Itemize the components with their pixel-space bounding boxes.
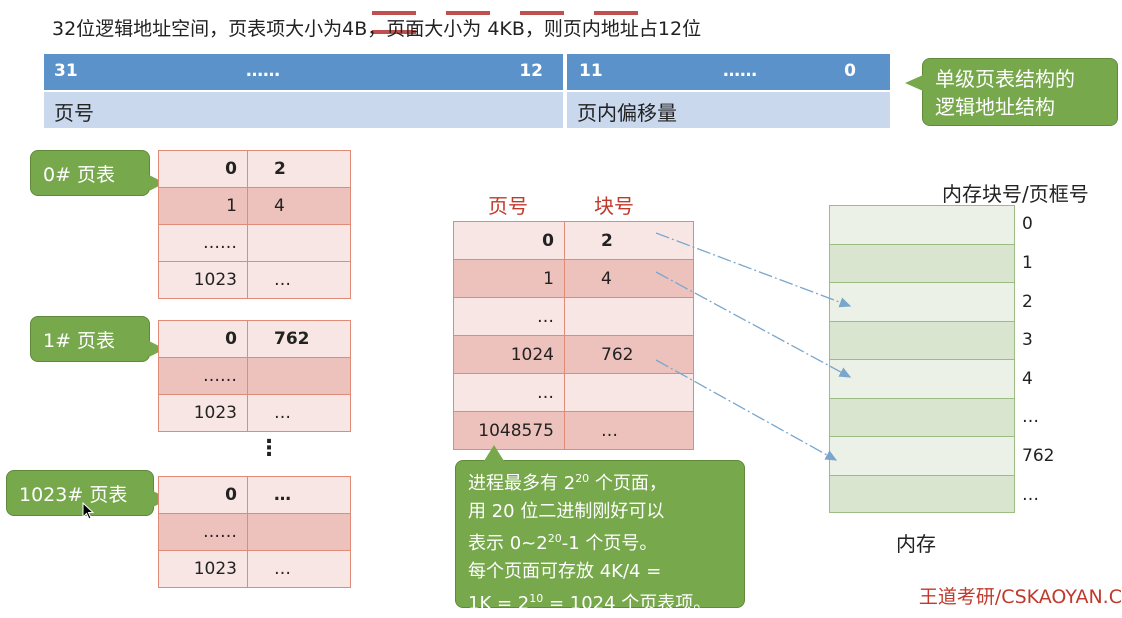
text: 1K = 2 <box>468 593 530 614</box>
cell-page: 1048575 <box>453 411 565 450</box>
arrow-page0-to-block2 <box>655 232 852 308</box>
memory-block <box>829 282 1015 321</box>
memory-block-number: … <box>1022 485 1039 505</box>
cell-page: 1023 <box>158 261 248 299</box>
cell-block: 2 <box>247 150 351 188</box>
text: = 1024 个页表项。 <box>543 593 712 614</box>
cell-block <box>247 513 351 551</box>
top-decoration <box>372 0 732 34</box>
cell-page: 0 <box>158 320 248 358</box>
cell-block: … <box>247 394 351 432</box>
cell-block: … <box>247 550 351 588</box>
page-table-1023: 0… …… 1023… <box>158 476 351 588</box>
memory-block <box>829 474 1015 513</box>
memory-block <box>829 320 1015 359</box>
cell-block <box>564 297 694 336</box>
memory-title: 内存块号/页框号 <box>942 182 1089 206</box>
field-label: 页内偏移量 <box>577 101 677 125</box>
cell-page: 0 <box>158 476 248 514</box>
cell-page: 1023 <box>158 550 248 588</box>
cell-block: 4 <box>247 187 351 225</box>
arrow-page1024-to-block762 <box>655 359 838 461</box>
cell-block: 762 <box>564 335 694 374</box>
cell-block <box>564 373 694 412</box>
header-block-number: 块号 <box>594 194 634 218</box>
cell-page: … <box>453 297 565 336</box>
cell-block: 2 <box>564 221 694 260</box>
cell-page: 1023 <box>158 394 248 432</box>
text: 进程最多有 2 <box>468 473 576 494</box>
vertical-ellipsis: ⋮ <box>258 436 280 461</box>
field-offset: 页内偏移量 <box>567 92 890 128</box>
callout-single-level: 单级页表结构的 逻辑地址结构 <box>905 58 1118 126</box>
info-line: 每个页面可存放 4K/4 = <box>468 560 662 582</box>
memory-block <box>829 436 1015 475</box>
memory-block-number: 3 <box>1022 330 1033 350</box>
info-line: 1K = 210 = 1024 个页表项。 <box>468 585 732 618</box>
bit-high-label: 31 <box>54 61 78 81</box>
superscript: 20 <box>547 532 562 545</box>
memory-block-number: 0 <box>1022 214 1033 234</box>
memory-block-number: 2 <box>1022 292 1033 312</box>
cell-page: 1 <box>158 187 248 225</box>
memory-blocks <box>829 205 1015 513</box>
cell-page: … <box>453 373 565 412</box>
memory-block <box>829 205 1015 244</box>
superscript: 10 <box>529 592 544 605</box>
info-line: 用 20 位二进制刚好可以 <box>468 500 665 522</box>
bit-low-label: 0 <box>844 61 856 81</box>
info-callout: 进程最多有 220 个页面， 用 20 位二进制刚好可以 表示 0~220-1 … <box>455 445 745 614</box>
callout-line: 逻辑地址结构 <box>935 95 1055 119</box>
superscript: 20 <box>575 472 590 485</box>
cell-page: 1024 <box>453 335 565 374</box>
info-line: 表示 0~220-1 个页号。 <box>468 525 732 558</box>
mouse-cursor-icon <box>82 502 94 520</box>
watermark: 王道考研/CSKAOYAN.C <box>918 586 1122 608</box>
page-table-1-label: 1# 页表 <box>30 316 165 362</box>
cell-block: 4 <box>564 259 694 298</box>
cell-block: … <box>564 411 694 450</box>
text: 表示 0~2 <box>468 533 548 554</box>
field-page-number: 页号 <box>44 92 563 128</box>
page-table-0-label: 0# 页表 <box>30 150 165 196</box>
cell-page: 0 <box>453 221 565 260</box>
cell-block: … <box>247 261 351 299</box>
info-line: 进程最多有 220 个页面， <box>468 465 732 498</box>
label-text: 1# 页表 <box>43 330 116 352</box>
cell-block: 762 <box>247 320 351 358</box>
memory-block <box>829 397 1015 436</box>
memory-block-number: … <box>1022 407 1039 427</box>
bit-bar-offset: 11 …… 0 <box>567 54 890 90</box>
memory-block-number: 762 <box>1022 446 1055 466</box>
cell-block <box>247 224 351 262</box>
callout-line: 单级页表结构的 <box>935 67 1075 91</box>
bit-dots: …… <box>246 61 280 81</box>
field-label: 页号 <box>54 101 94 125</box>
arrow-page1-to-block4 <box>655 271 852 378</box>
label-text: 1023# 页表 <box>19 484 128 506</box>
memory-block-number: 4 <box>1022 369 1033 389</box>
bit-bar-page-number: 31 …… 12 <box>44 54 563 90</box>
text: -1 个页号。 <box>561 533 658 554</box>
memory-block <box>829 243 1015 282</box>
header-page-number: 页号 <box>488 194 528 218</box>
page-heading: 32位逻辑地址空间，页表项大小为4B，页面大小为 4KB，则页内地址占12位 <box>52 18 702 40</box>
text: 个页面， <box>589 473 667 494</box>
bit-high-label: 11 <box>579 61 603 81</box>
memory-block <box>829 359 1015 398</box>
page-table-1023-label: 1023# 页表 <box>6 470 169 516</box>
bit-low-label: 12 <box>519 61 543 81</box>
memory-block-number: 1 <box>1022 253 1033 273</box>
label-text: 0# 页表 <box>43 164 116 186</box>
cell-page: …… <box>158 357 248 395</box>
bit-dots: …… <box>723 61 757 81</box>
cell-page: …… <box>158 224 248 262</box>
cell-block <box>247 357 351 395</box>
memory-caption: 内存 <box>896 532 936 556</box>
